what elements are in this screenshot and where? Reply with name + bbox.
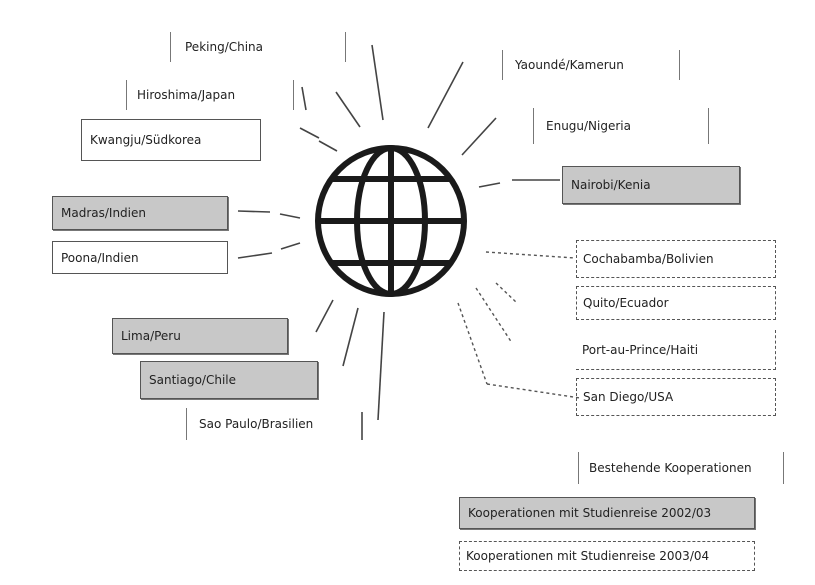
city-port-au-prince: Port-au-Prince/Haiti <box>576 330 776 370</box>
spoke-yaounde <box>427 61 464 129</box>
spoke-quito <box>495 282 518 304</box>
spoke-peking <box>371 44 384 121</box>
spoke-saopaulo <box>377 311 385 421</box>
city-hiroshima: Hiroshima/Japan <box>126 80 294 110</box>
city-san-diego: San Diego/USA <box>576 378 776 416</box>
legend-bestehende: Bestehende Kooperationen <box>578 452 784 484</box>
spoke-kwangju-a <box>299 127 320 139</box>
city-sao-paulo: Sao Paulo/Brasilien <box>186 408 362 440</box>
city-yaounde: Yaoundé/Kamerun <box>502 50 680 80</box>
legend-kooperationen-2003: Kooperationen mit Studienreise 2003/04 <box>459 541 755 571</box>
spoke-madras-a <box>237 210 271 213</box>
city-nairobi: Nairobi/Kenia <box>562 166 740 204</box>
legend-kooperationen-2002: Kooperationen mit Studienreise 2002/03 <box>459 497 755 529</box>
spoke-port-au-prince <box>475 287 513 344</box>
city-enugu: Enugu/Nigeria <box>533 108 709 144</box>
spoke-cochabamba <box>485 251 576 259</box>
city-poona: Poona/Indien <box>52 241 228 274</box>
spoke-hiroshima <box>335 91 361 128</box>
globe-icon <box>315 145 467 297</box>
city-kwangju: Kwangju/Südkorea <box>81 119 261 161</box>
spoke-nairobi-a <box>478 182 501 188</box>
spoke-lima <box>315 299 334 333</box>
spoke-enugu <box>461 117 497 156</box>
spoke-short-a <box>301 86 307 111</box>
city-lima: Lima/Peru <box>112 318 288 354</box>
city-peking: Peking/China <box>170 32 346 62</box>
spoke-kwangju-b <box>318 140 338 152</box>
city-cochabamba: Cochabamba/Bolivien <box>576 240 776 278</box>
spoke-san-diego-b <box>486 383 581 399</box>
city-madras: Madras/Indien <box>52 196 228 230</box>
city-quito: Quito/Ecuador <box>576 286 776 320</box>
city-santiago: Santiago/Chile <box>140 361 318 399</box>
spoke-madras-b <box>279 213 301 219</box>
spoke-poona-a <box>237 252 273 259</box>
spoke-santiago <box>342 307 359 367</box>
spoke-san-diego-a <box>457 302 488 385</box>
spoke-poona-b <box>280 242 301 250</box>
